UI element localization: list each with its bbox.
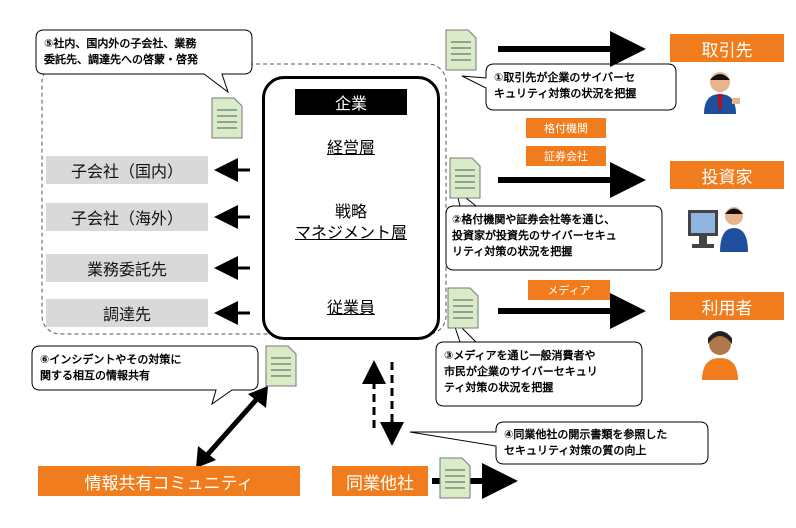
- info-sharing-community-label: 情報共有コミュニティ: [38, 466, 300, 496]
- callout-1-bubble: [461, 63, 677, 111]
- arrow-community-diagonal: [206, 398, 258, 456]
- callout-5-line-1: ⑤社内、国内外の子会社、業務: [44, 37, 197, 50]
- outsourcing-partner: 業務委託先: [46, 254, 208, 282]
- document-icon: [211, 97, 243, 139]
- document-icon: [447, 287, 479, 329]
- callout-5-line-2: 委託先、調達先への啓蒙・啓発: [44, 53, 198, 66]
- arrowhead-community-low: [196, 446, 216, 468]
- rating-agency-label: 格付機関: [526, 118, 606, 138]
- document-icon: [439, 457, 471, 499]
- callout-6-line-1: ⑥インシデントやその対策に: [40, 353, 182, 366]
- callout-5-bubble: [35, 29, 253, 94]
- business-partner-label: 取引先: [670, 34, 784, 62]
- callout-2-line-1: ②格付機関や証券会社等を通じ、: [452, 213, 616, 226]
- media-label: メディア: [528, 280, 610, 300]
- document-icon: [449, 157, 481, 199]
- user-label: 利用者: [670, 292, 784, 320]
- callout-3-line-2: 市民が企業のサイバーセキュリ: [444, 365, 598, 378]
- callout-6-bubble: [31, 345, 259, 406]
- callout-3-line-1: ③メディアを通じ一般消費者や: [444, 349, 596, 362]
- supplier: 調達先: [46, 299, 208, 327]
- callout-1-line-1: ①取引先が企業のサイバーセ: [494, 71, 636, 84]
- callout-2-text: ②格付機関や証券会社等を通じ、 投資家が投資先のサイバーセキュ リティ対策の状況…: [452, 212, 617, 260]
- peer-company-label: 同業他社: [332, 466, 428, 496]
- document-icon: [445, 29, 477, 71]
- employee-layer: 従業員: [265, 297, 437, 318]
- strategy-layer: 戦略 マネジメント層: [265, 201, 437, 243]
- document-icon: [265, 345, 297, 387]
- subsidiary-overseas: 子会社（海外）: [46, 203, 208, 231]
- callout-3-text: ③メディアを通じ一般消費者や 市民が企業のサイバーセキュリ ティ対策の状況を把握: [444, 348, 598, 396]
- subsidiary-domestic: 子会社（国内）: [46, 156, 208, 184]
- callout-4-line-2: セキュリティ対策の質の向上: [504, 444, 647, 457]
- callout-2-line-3: リティ対策の状況を把握: [452, 245, 573, 258]
- callout-4-line-1: ④同業他社の開示書類を参照した: [504, 428, 668, 441]
- employee-label: 従業員: [326, 298, 375, 317]
- strategy-label-line-1: 戦略: [334, 202, 367, 221]
- management-layer: 経営層: [265, 137, 437, 158]
- callout-6-text: ⑥インシデントやその対策に 関する相互の情報共有: [40, 352, 181, 384]
- arrowhead-community-high: [248, 386, 268, 408]
- person-icon: [702, 331, 738, 380]
- management-label: 経営層: [326, 138, 375, 157]
- callout-1-text: ①取引先が企業のサイバーセ キュリティ対策の状況を把握: [494, 70, 636, 102]
- computer-user-icon: [688, 207, 748, 252]
- securities-company-label: 証券会社: [526, 146, 606, 166]
- corporation-title: 企業: [295, 89, 407, 115]
- callout-3-line-3: ティ対策の状況を把握: [444, 381, 554, 394]
- investor-label: 投資家: [670, 161, 784, 189]
- callout-1-line-2: キュリティ対策の状況を把握: [494, 87, 637, 100]
- person-icon: [704, 72, 740, 114]
- corporation-box: 企業 経営層 戦略 マネジメント層 従業員: [262, 76, 440, 340]
- strategy-label-line-2: マネジメント層: [294, 223, 407, 242]
- callout-4-text: ④同業他社の開示書類を参照した セキュリティ対策の質の向上: [504, 427, 667, 459]
- callout-6-line-2: 関する相互の情報共有: [40, 369, 150, 382]
- callout-2-line-2: 投資家が投資先のサイバーセキュ: [452, 229, 617, 242]
- callout-5-text: ⑤社内、国内外の子会社、業務 委託先、調達先への啓蒙・啓発: [44, 36, 198, 68]
